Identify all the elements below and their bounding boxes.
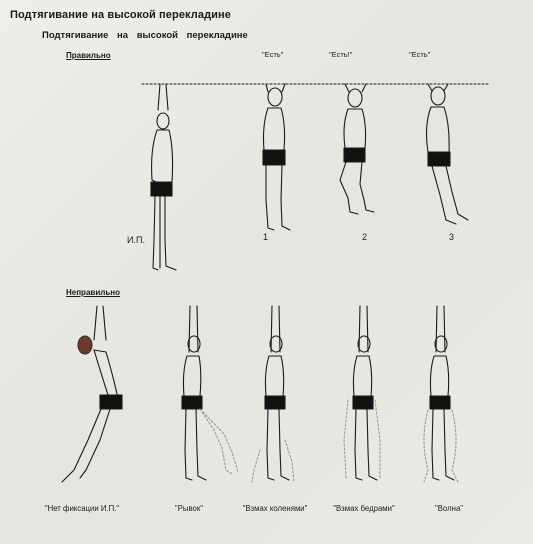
figure-step-2 [340, 84, 374, 214]
figure-step-1 [263, 84, 290, 230]
figure-hip-swing [344, 306, 380, 480]
figure-step-3 [427, 84, 468, 224]
figure-start-position [151, 84, 176, 270]
figure-knee-swing [252, 306, 294, 482]
figure-jerk [182, 306, 238, 480]
figure-wave [424, 306, 458, 482]
figure-no-fixation [62, 306, 122, 482]
